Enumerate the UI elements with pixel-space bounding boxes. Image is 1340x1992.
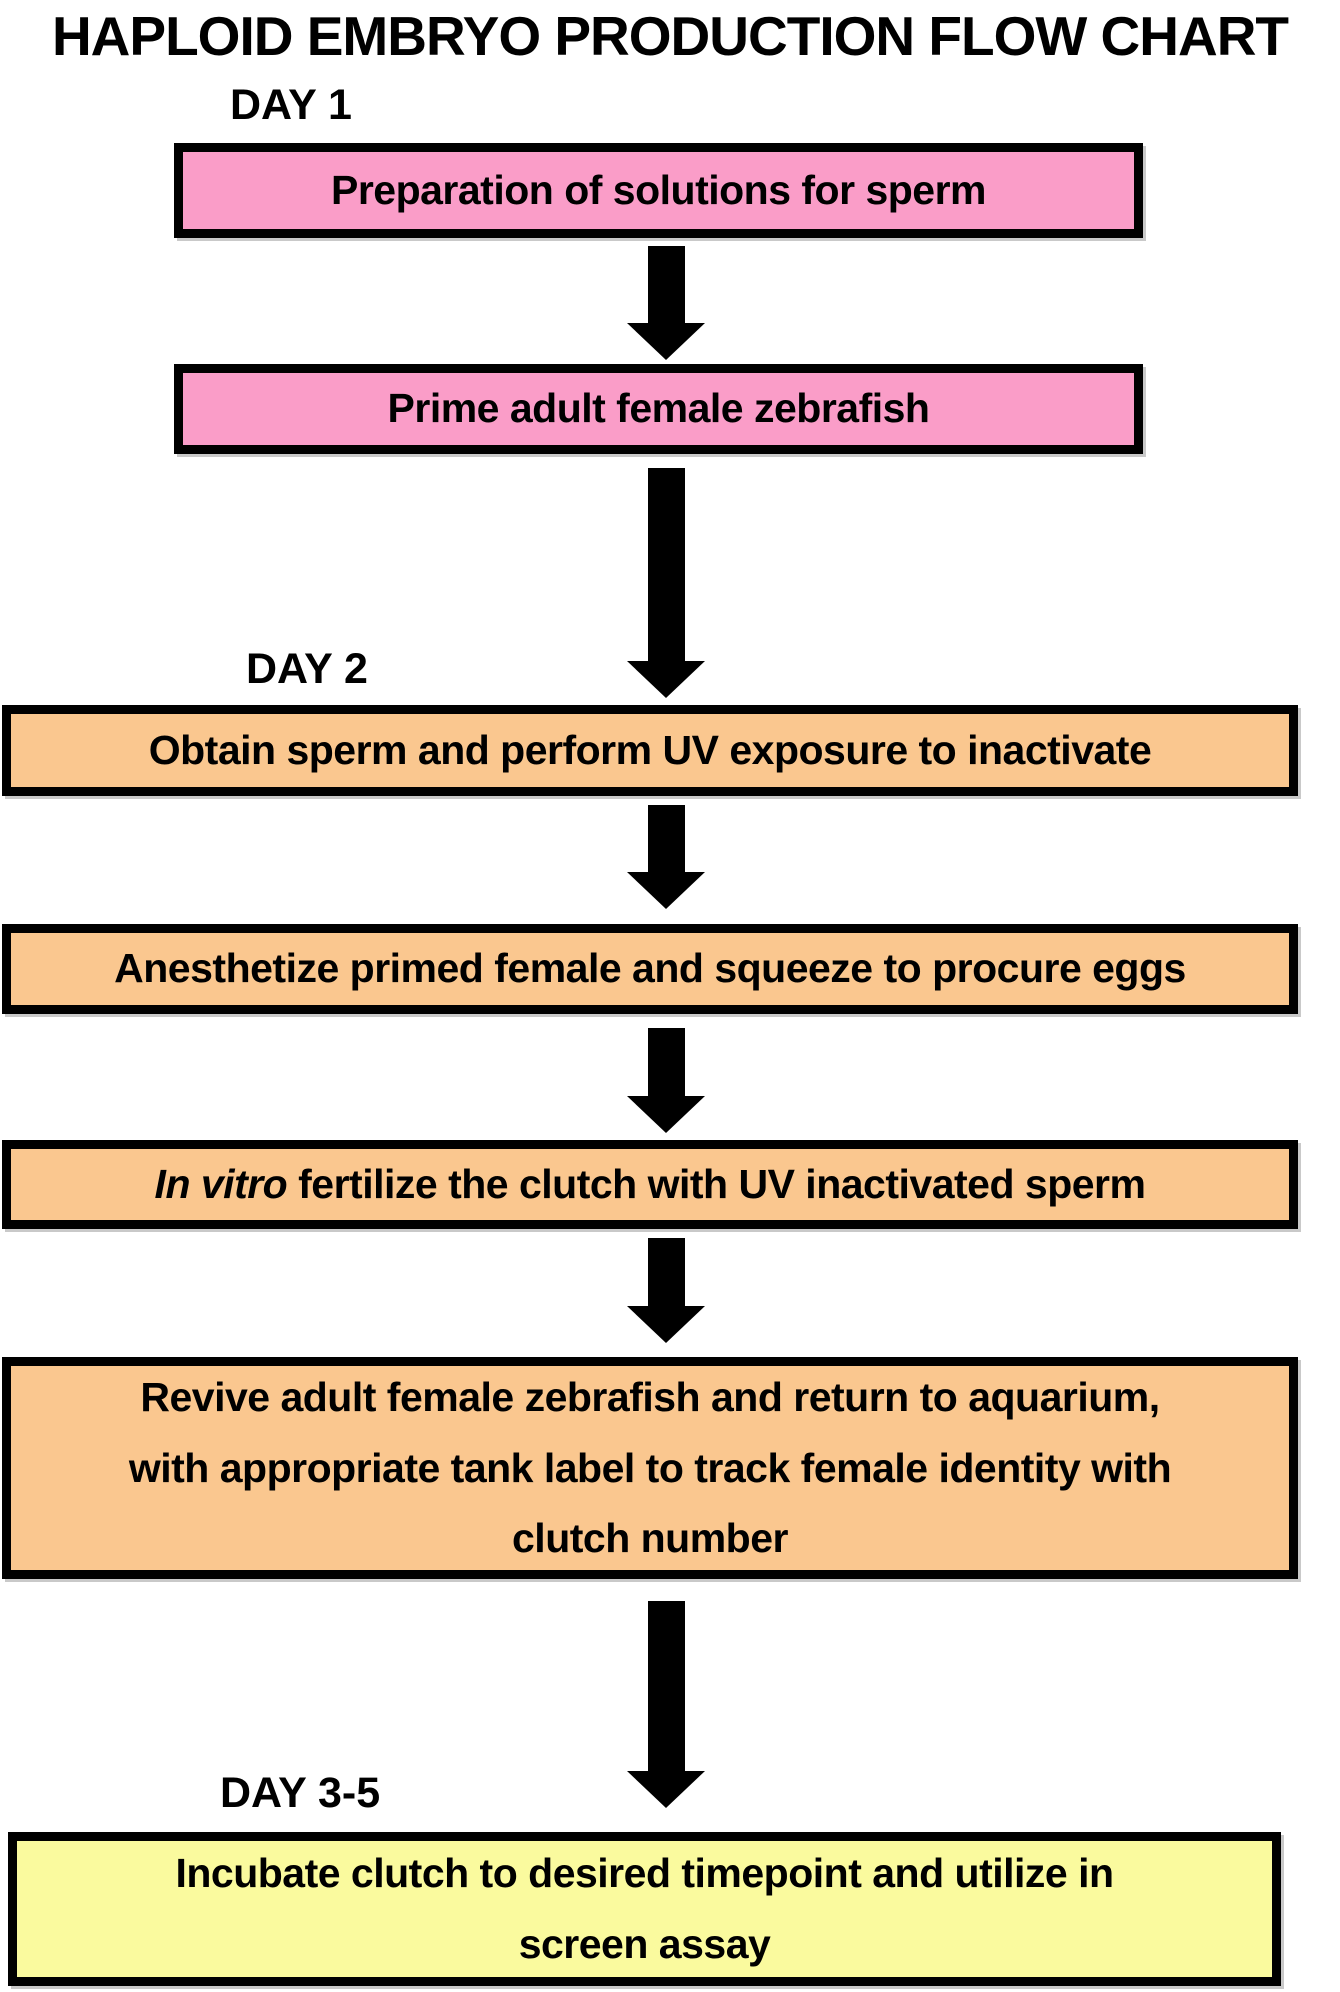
- arrow-shaft: [647, 805, 685, 872]
- arrow-shaft: [647, 468, 685, 661]
- arrow-down-icon: [627, 805, 705, 909]
- step-text-line: clutch number: [512, 1515, 788, 1562]
- step-text: Preparation of solutions for sperm: [330, 166, 987, 213]
- arrow-head: [627, 323, 705, 360]
- step-text: In vitro fertilize the clutch with UV in…: [11, 1159, 1289, 1210]
- step-text-line: screen assay: [518, 1921, 771, 1967]
- arrow-shaft: [647, 246, 685, 323]
- arrow-head: [627, 1771, 705, 1808]
- arrow-head: [627, 661, 705, 698]
- step-text-line: Revive adult female zebrafish and return…: [140, 1374, 1160, 1421]
- arrow-down-icon: [627, 246, 705, 360]
- step-box-obtain-sperm: Obtain sperm and perform UV exposure to …: [2, 705, 1298, 796]
- step-box-incubate-clutch: Incubate clutch to desired timepoint and…: [8, 1832, 1281, 1986]
- page-title: HAPLOID EMBRYO PRODUCTION FLOW CHART: [51, 5, 1289, 67]
- arrow-head: [627, 1096, 705, 1133]
- step-box-prime-female: Prime adult female zebrafish: [174, 364, 1143, 454]
- step-text: Incubate clutch to desired timepoint and…: [17, 1838, 1272, 1979]
- step-text-line: Incubate clutch to desired timepoint and…: [175, 1850, 1114, 1897]
- step-box-anesthetize-female: Anesthetize primed female and squeeze to…: [2, 924, 1298, 1014]
- step-box-in-vitro-fertilize: In vitro fertilize the clutch with UV in…: [2, 1140, 1298, 1229]
- arrow-down-icon: [627, 1601, 705, 1808]
- in-vitro-italic: In vitro: [154, 1160, 288, 1207]
- arrow-down-icon: [627, 468, 705, 698]
- day2-label: DAY 2: [246, 645, 368, 693]
- arrow-shaft: [647, 1238, 685, 1306]
- arrow-down-icon: [627, 1028, 705, 1133]
- arrow-shaft: [647, 1601, 685, 1771]
- day3-5-label: DAY 3-5: [220, 1769, 381, 1817]
- day1-label: DAY 1: [230, 81, 352, 129]
- arrow-head: [627, 872, 705, 909]
- step-text-rest: fertilize the clutch with UV inactivated…: [298, 1160, 1146, 1207]
- step-text: Anesthetize primed female and squeeze to…: [114, 945, 1186, 992]
- step-text-line: with appropriate tank label to track fem…: [128, 1444, 1172, 1491]
- arrow-head: [627, 1306, 705, 1343]
- step-box-preparation-solutions: Preparation of solutions for sperm: [174, 143, 1143, 238]
- step-text: Obtain sperm and perform UV exposure to …: [148, 726, 1152, 773]
- step-box-revive-female: Revive adult female zebrafish and return…: [2, 1357, 1298, 1579]
- arrow-down-icon: [627, 1238, 705, 1343]
- step-text: Revive adult female zebrafish and return…: [11, 1362, 1289, 1574]
- step-text: Prime adult female zebrafish: [387, 385, 930, 432]
- arrow-shaft: [647, 1028, 685, 1096]
